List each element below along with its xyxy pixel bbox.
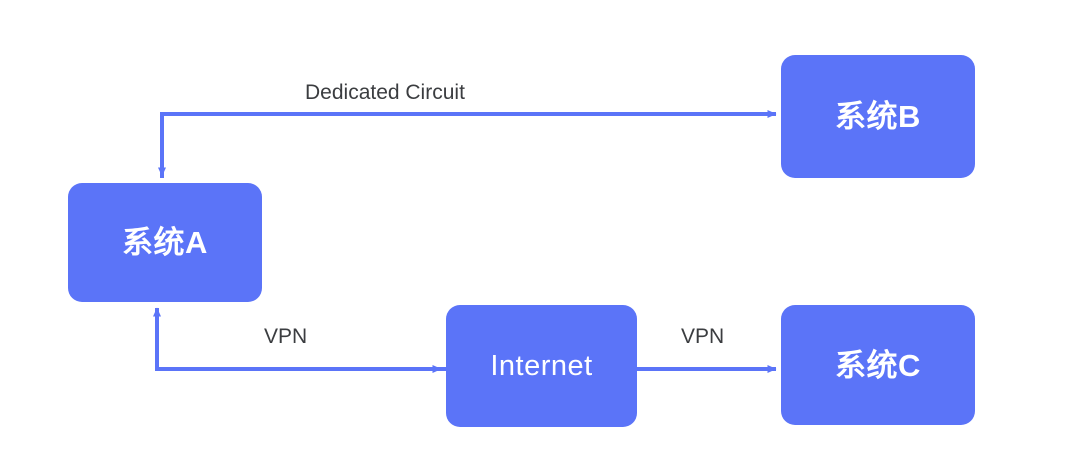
- node-system-c[interactable]: 系统C: [781, 305, 975, 425]
- edge-label-vpn-right: VPN: [681, 325, 725, 348]
- node-system-a[interactable]: 系统A: [68, 183, 262, 302]
- node-system-a-label: 系统A: [122, 225, 208, 260]
- node-system-b-label: 系统B: [835, 99, 921, 134]
- edge-label-dedicated-circuit: Dedicated Circuit: [305, 81, 465, 104]
- node-system-b[interactable]: 系统B: [781, 55, 975, 178]
- edge-dedicated-circuit: [158, 110, 777, 178]
- edge-label-vpn-left: VPN: [264, 325, 308, 348]
- node-system-c-label: 系统C: [835, 347, 921, 383]
- node-internet[interactable]: Internet: [446, 305, 637, 427]
- node-internet-label: Internet: [490, 349, 593, 382]
